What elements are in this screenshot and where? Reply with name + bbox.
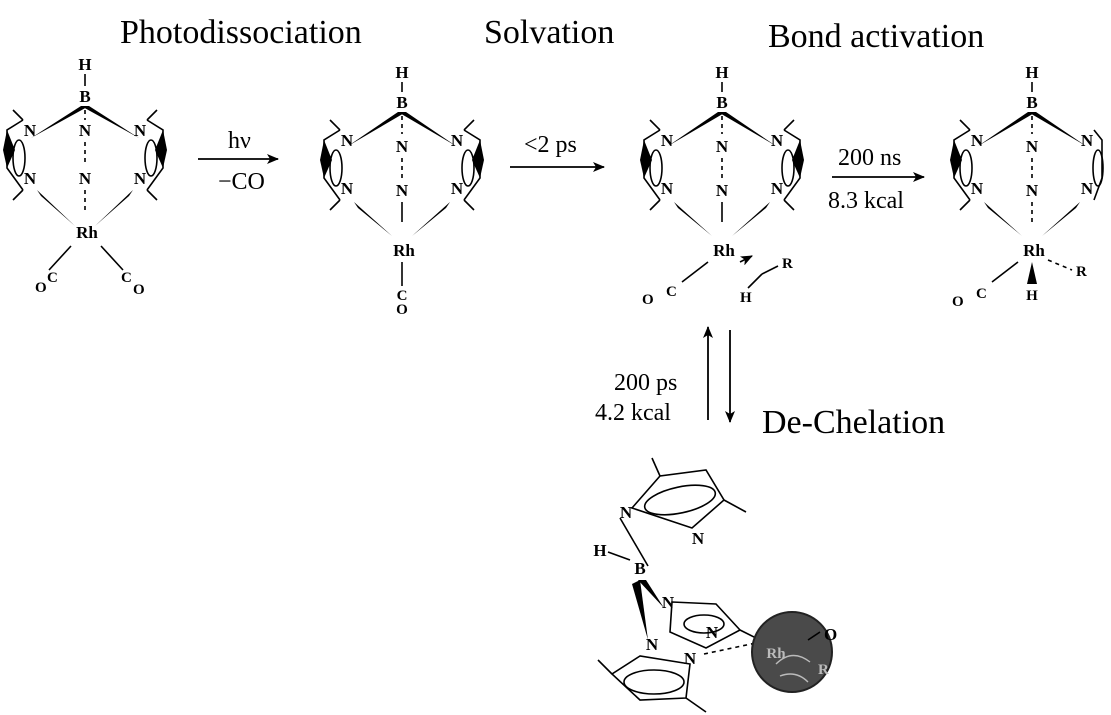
stage-de-chelation: De-Chelation <box>762 404 945 441</box>
svg-text:N: N <box>134 169 147 188</box>
molecule-3-solvated: H B N N N N N N Rh C O H R <box>640 63 804 308</box>
svg-text:H: H <box>593 541 606 560</box>
svg-text:N: N <box>971 131 984 150</box>
svg-text:O: O <box>824 625 837 644</box>
svg-text:B: B <box>634 559 645 578</box>
step2-top-label: <2 ps <box>524 132 577 158</box>
molecule-4-product: H B N N N N N N Rh C O H R <box>950 63 1104 310</box>
svg-text:H: H <box>1025 63 1038 82</box>
svg-text:N: N <box>646 635 659 654</box>
svg-text:O: O <box>35 280 47 296</box>
svg-text:N: N <box>451 131 464 150</box>
svg-text:N: N <box>971 179 984 198</box>
svg-text:C: C <box>666 284 677 300</box>
svg-text:N: N <box>134 121 147 140</box>
svg-text:R: R <box>782 256 793 272</box>
svg-text:N: N <box>661 179 674 198</box>
svg-text:N: N <box>716 181 729 200</box>
stage-solvation: Solvation <box>484 14 614 51</box>
svg-text:Rh: Rh <box>766 646 786 662</box>
svg-text:B: B <box>1026 93 1037 112</box>
stage-bond-activation: Bond activation <box>768 18 984 55</box>
svg-text:N: N <box>706 623 719 642</box>
svg-text:Rh: Rh <box>393 241 415 260</box>
step3-top-label: 200 ns <box>838 145 901 171</box>
svg-text:N: N <box>79 169 92 188</box>
svg-text:N: N <box>24 121 37 140</box>
step4-energy-label: 4.2 kcal <box>595 400 671 426</box>
svg-text:N: N <box>1081 179 1094 198</box>
solvent-cage-sphere <box>752 612 832 692</box>
svg-text:H: H <box>740 290 752 306</box>
svg-text:Rh: Rh <box>713 241 735 260</box>
svg-text:C: C <box>397 288 408 304</box>
svg-text:H: H <box>715 63 728 82</box>
svg-text:N: N <box>620 503 633 522</box>
svg-text:H: H <box>78 55 91 74</box>
svg-text:O: O <box>396 302 408 318</box>
svg-text:N: N <box>692 529 705 548</box>
svg-text:B: B <box>79 87 90 106</box>
stage-photodissociation: Photodissociation <box>120 14 362 51</box>
step1-bottom-label: −CO <box>218 169 265 195</box>
svg-text:N: N <box>1026 181 1039 200</box>
svg-text:Rh: Rh <box>1023 241 1045 260</box>
svg-text:N: N <box>341 131 354 150</box>
svg-text:R: R <box>818 662 829 678</box>
svg-text:N: N <box>451 179 464 198</box>
svg-text:N: N <box>396 181 409 200</box>
svg-text:H: H <box>1026 288 1038 304</box>
svg-text:N: N <box>396 137 409 156</box>
step4-equilibrium-group: 200 ps 4.2 kcal <box>595 326 735 426</box>
step1-arrow-group: hν −CO <box>198 128 279 195</box>
step4-time-label: 200 ps <box>614 370 677 396</box>
svg-text:N: N <box>684 649 697 668</box>
svg-text:N: N <box>1081 131 1094 150</box>
svg-text:B: B <box>716 93 727 112</box>
molecule-1-tprh-co2: H B N N N N N N Rh O C C O <box>3 55 167 298</box>
svg-text:O: O <box>642 292 654 308</box>
svg-text:C: C <box>121 270 132 286</box>
svg-text:C: C <box>976 286 987 302</box>
svg-text:N: N <box>341 179 354 198</box>
svg-text:N: N <box>771 179 784 198</box>
svg-text:H: H <box>395 63 408 82</box>
step2-arrow-group: <2 ps <box>510 132 605 172</box>
svg-text:N: N <box>79 121 92 140</box>
svg-text:N: N <box>771 131 784 150</box>
svg-text:N: N <box>661 131 674 150</box>
svg-text:O: O <box>133 282 145 298</box>
molecule-2-tprh-co: H B N N N N N N Rh C O <box>320 63 484 318</box>
svg-text:R: R <box>1076 264 1087 280</box>
step1-top-label: hν <box>228 128 251 154</box>
molecule-5-dechelated: N N H B N N N N Rh R O <box>593 457 837 713</box>
svg-text:N: N <box>24 169 37 188</box>
svg-text:B: B <box>396 93 407 112</box>
svg-text:C: C <box>47 270 58 286</box>
step3-arrow-group: 200 ns 8.3 kcal <box>828 145 925 214</box>
svg-text:O: O <box>952 294 964 310</box>
svg-text:N: N <box>716 137 729 156</box>
svg-text:N: N <box>1026 137 1039 156</box>
svg-text:Rh: Rh <box>76 223 98 242</box>
step3-bottom-label: 8.3 kcal <box>828 188 904 214</box>
